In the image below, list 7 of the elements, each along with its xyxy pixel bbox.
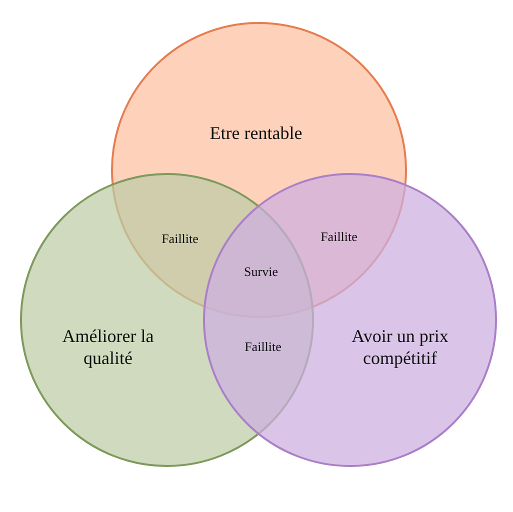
circle-label: Améliorer la qualité xyxy=(61,326,155,370)
region-label: Faillite xyxy=(320,229,358,245)
circle-label: Etre rentable xyxy=(208,123,304,145)
region-label: Faillite xyxy=(244,339,282,355)
circle-label: Avoir un prix compétitif xyxy=(350,326,450,370)
region-label: Faillite xyxy=(162,231,198,247)
region-label: Survie xyxy=(244,264,278,280)
